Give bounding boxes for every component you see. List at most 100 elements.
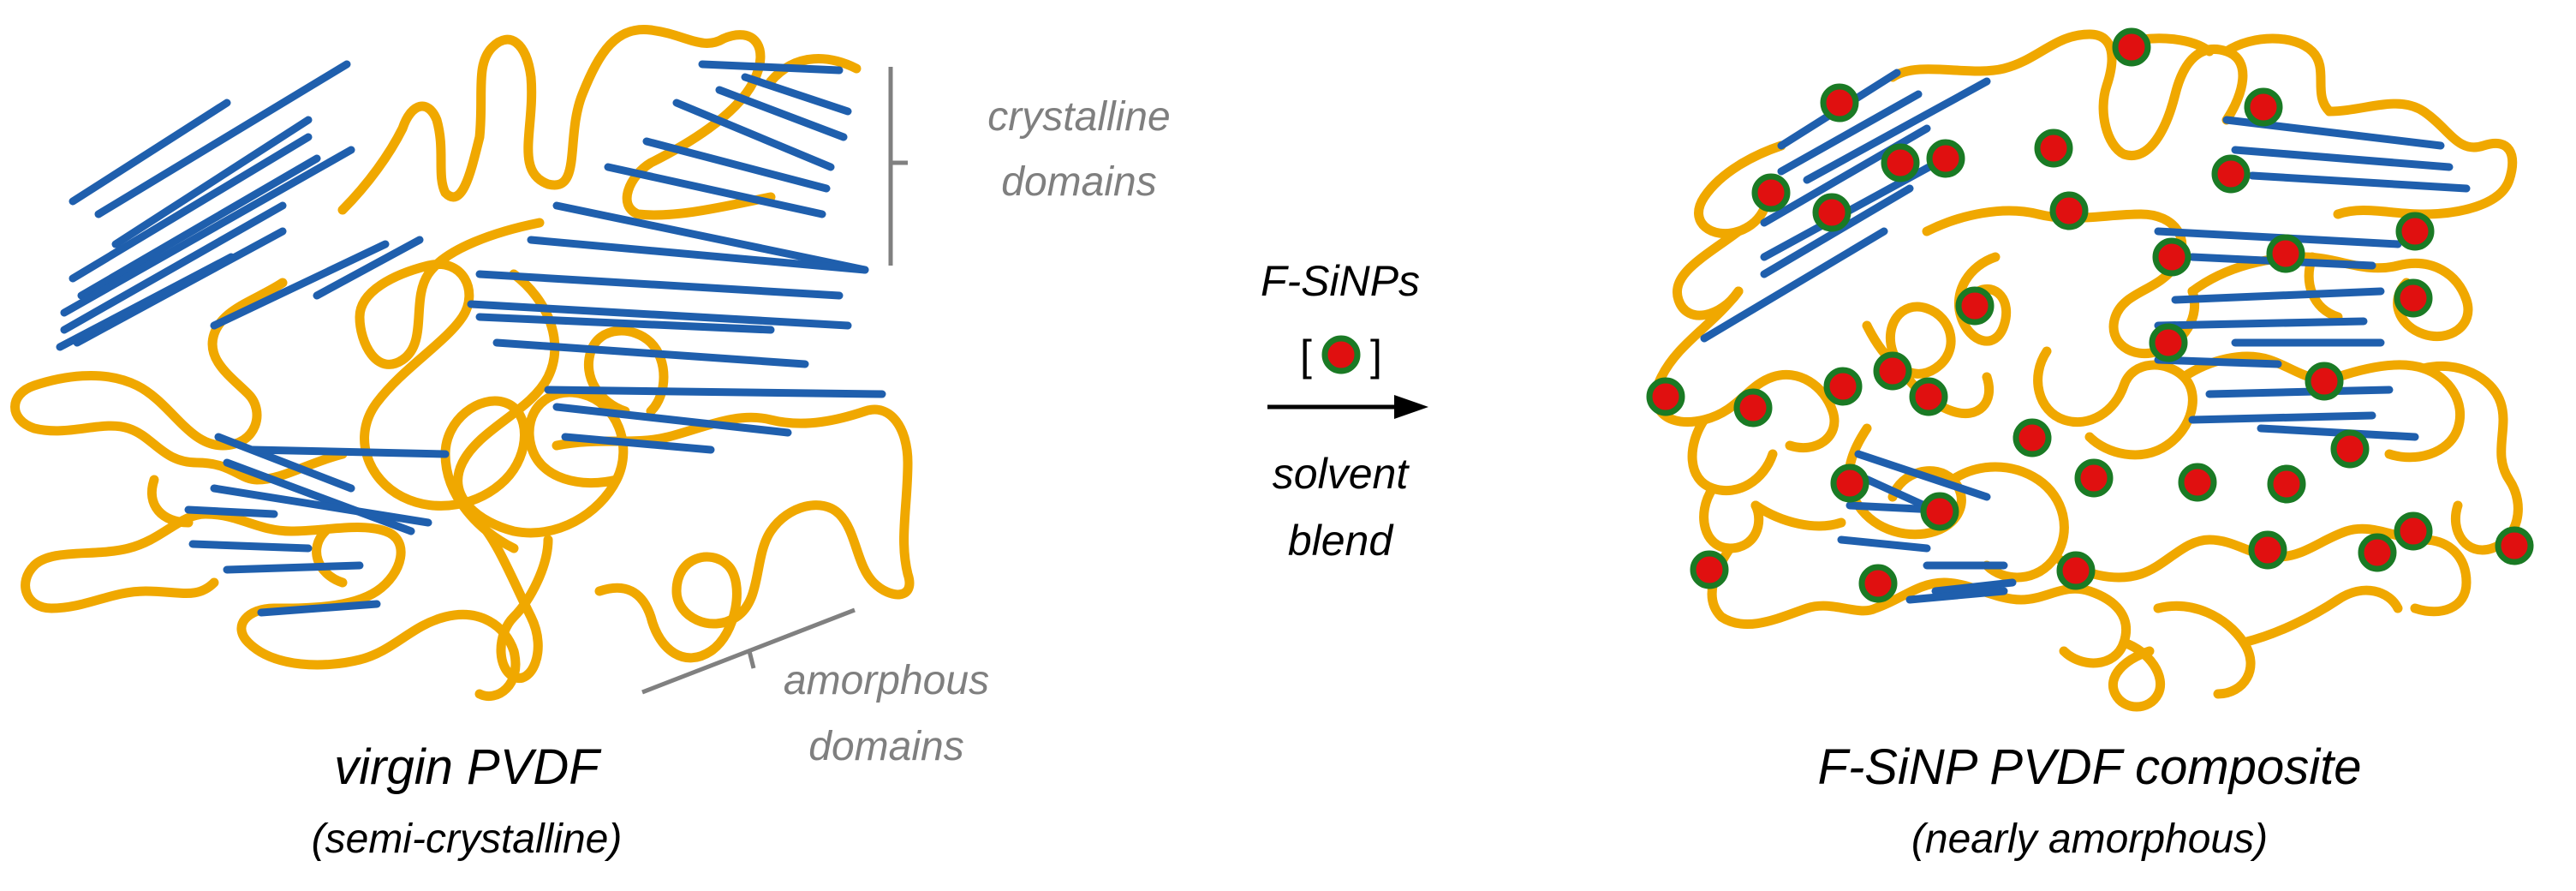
right-chain-12: [2418, 361, 2523, 555]
nanoparticle: [2211, 154, 2251, 194]
right-cryst-23: [1837, 535, 1931, 553]
nanoparticle: [1920, 492, 1959, 531]
left-cryst-15: [672, 99, 835, 171]
right-chain-4: [1651, 286, 1840, 453]
left-cryst-28: [248, 446, 450, 458]
process-label-line2: blend: [1288, 517, 1395, 565]
nanoparticle: [2056, 551, 2096, 590]
left-cryst-5: [77, 154, 321, 300]
left-cryst-23: [492, 338, 809, 368]
process-label-line1: solvent: [1273, 450, 1410, 498]
left-chain-5: [29, 509, 521, 701]
left-cryst-2: [94, 60, 351, 218]
left-cryst-32: [188, 540, 313, 553]
nanoparticle: [1909, 377, 1948, 416]
left-cryst-34: [257, 600, 381, 617]
crystalline-bracket: [888, 67, 908, 266]
nanoparticle: [1830, 463, 1869, 503]
nanoparticle: [2149, 323, 2188, 362]
left-cryst-14: [741, 73, 852, 116]
nanoparticle: [1873, 351, 1912, 391]
nanoparticle: [2495, 526, 2534, 565]
nanoparticle: [2266, 234, 2305, 273]
right-cryst-13: [2171, 287, 2385, 304]
left-cryst-22: [475, 313, 775, 334]
right-chain-1: [1673, 141, 1786, 320]
left-cryst-24: [544, 386, 886, 398]
right-cryst-19: [2154, 356, 2282, 368]
additive-label: F-SiNPs: [1261, 257, 1420, 305]
left-cryst-12: [698, 60, 844, 75]
right-panel-subtitle: (nearly amorphous): [1911, 816, 2268, 862]
bracket-close: ]: [1370, 332, 1382, 380]
left-cryst-1: [69, 99, 231, 206]
nanoparticle: [2049, 191, 2089, 230]
left-cryst-11: [313, 236, 424, 300]
left-chain-9: [583, 326, 669, 416]
nanoparticle: [1858, 564, 1898, 603]
left-cryst-20: [475, 270, 844, 300]
crystalline-label-line2: domains: [1001, 159, 1156, 205]
left-cryst-10: [210, 240, 390, 330]
nanoparticle: [2267, 464, 2306, 504]
nanoparticle: [2034, 129, 2073, 168]
left-chain-2: [10, 278, 348, 485]
left-chain-8: [474, 517, 553, 683]
right-chain-16: [1750, 500, 1846, 531]
nanoparticle: [2330, 429, 2370, 469]
left-cryst-16: [642, 137, 831, 193]
right-arrow-icon: [1267, 395, 1428, 419]
bracket-open: [: [1300, 332, 1312, 380]
right-cryst-18: [2257, 424, 2419, 441]
nanoparticle: [1751, 173, 1791, 212]
nanoparticle: [2305, 362, 2344, 401]
right-chain-11: [2050, 523, 2472, 617]
nanoparticle: [1646, 377, 1685, 416]
left-cryst-30: [210, 484, 432, 527]
left-cryst-4: [69, 133, 313, 283]
right-chain-8: [2033, 346, 2197, 460]
right-chain-6: [1862, 302, 1995, 419]
left-cryst-13: [715, 86, 848, 141]
left-chain-4: [453, 269, 629, 538]
nanoparticle: [2074, 458, 2114, 498]
nanoparticle: [1820, 83, 1859, 123]
right-cryst-26: [1905, 587, 2008, 604]
left-chain-12: [766, 54, 862, 87]
right-amorphous-chains: [1651, 29, 2523, 712]
right-chain-13: [1687, 415, 1778, 553]
nanoparticle: [2395, 212, 2435, 251]
nanoparticle: [2358, 533, 2397, 572]
right-cryst-7: [1700, 227, 1888, 343]
left-cryst-18: [552, 201, 869, 274]
nanoparticle: [2152, 237, 2191, 277]
left-cryst-17: [604, 163, 826, 218]
amorphous-pointer: [641, 607, 856, 695]
left-cryst-9: [56, 253, 236, 351]
nanoparticle: [1690, 550, 1729, 589]
right-chain-17: [2239, 585, 2403, 648]
crystalline-label-line1: crystalline: [987, 94, 1170, 140]
left-chain-10: [146, 475, 194, 528]
left-chain-11: [312, 526, 348, 588]
left-panel-title: virgin PVDF: [334, 739, 602, 795]
right-cryst-9: [2231, 146, 2454, 171]
left-cryst-33: [223, 561, 364, 574]
left-cryst-19: [527, 236, 869, 274]
right-cryst-2: [1777, 90, 1923, 176]
left-cryst-21: [467, 300, 852, 330]
amorphous-label-line1: amorphous: [784, 658, 989, 703]
nanoparticle: [2394, 278, 2433, 318]
nanoparticle-legend-icon: [1321, 335, 1361, 374]
nanoparticle: [1812, 193, 1852, 232]
nanoparticle: [2248, 530, 2287, 570]
nanoparticle: [1733, 388, 1773, 428]
left-cryst-31: [184, 505, 278, 518]
left-chain-7: [552, 404, 915, 663]
left-panel-subtitle: (semi-crystalline): [312, 816, 623, 862]
right-cryst-6: [1760, 184, 1914, 278]
nanoparticle: [2244, 87, 2283, 127]
right-nanoparticles: [1646, 27, 2534, 603]
right-cryst-17: [2188, 411, 2376, 424]
